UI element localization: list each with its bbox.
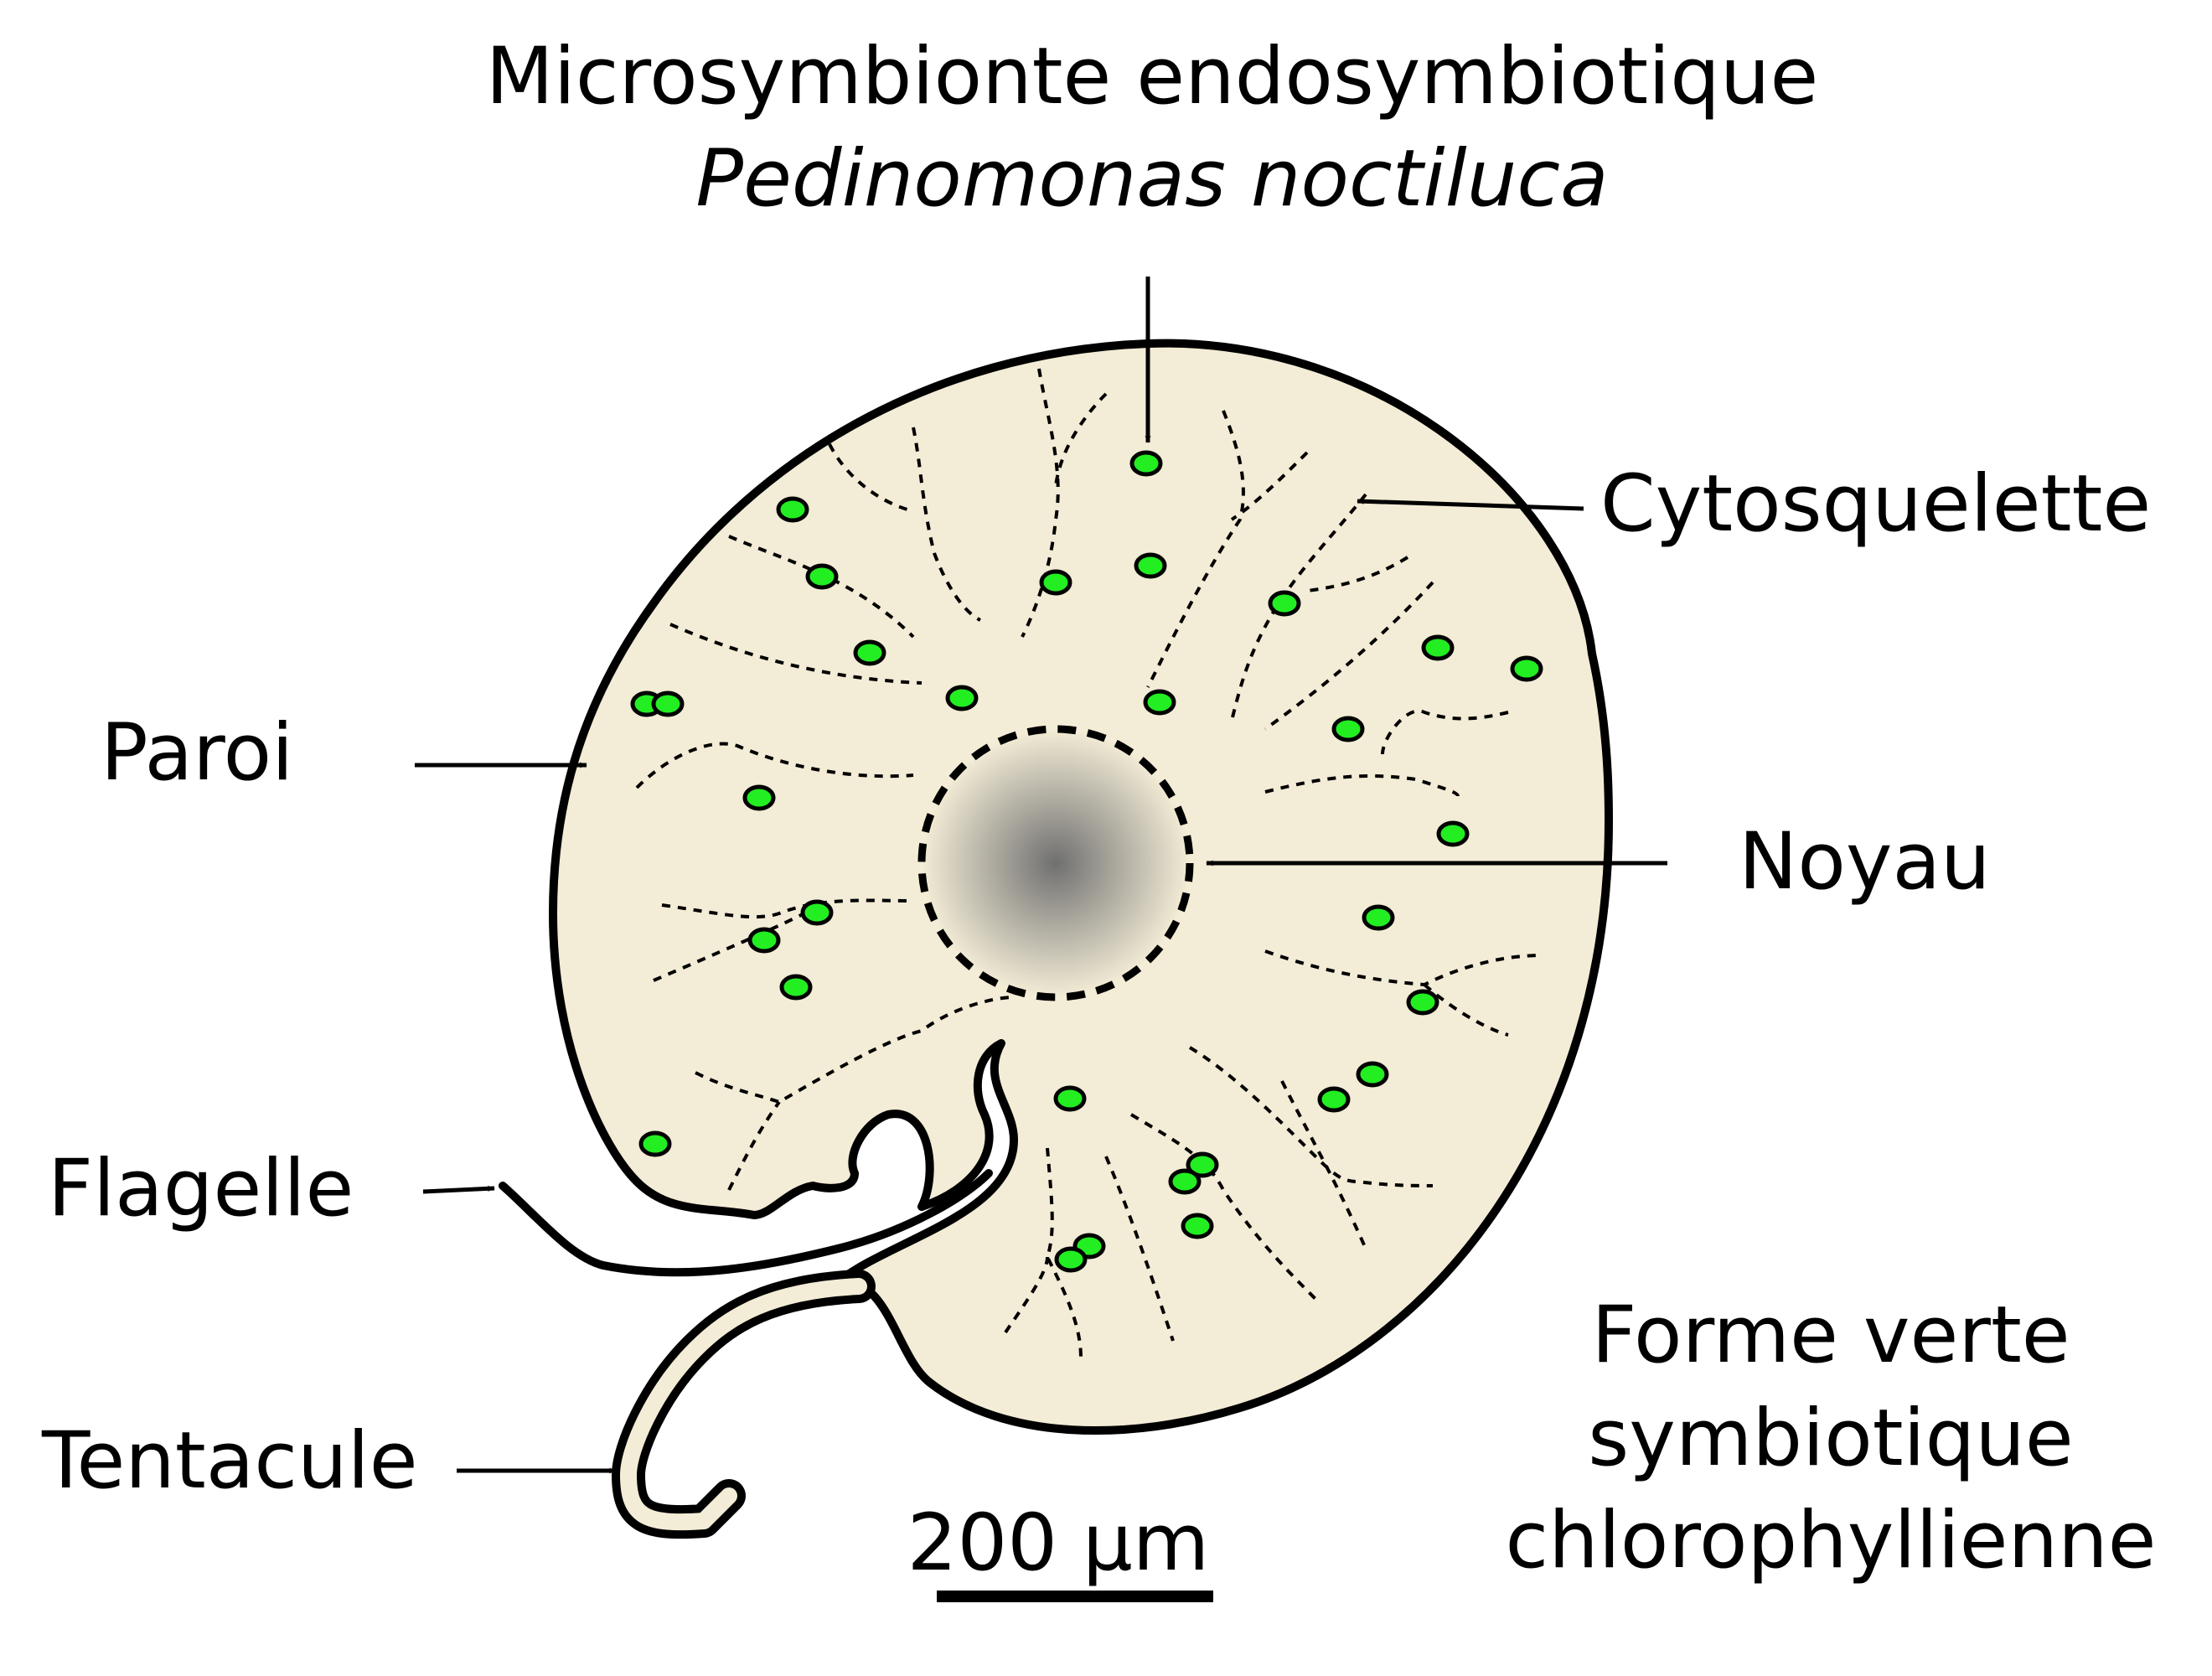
symbiont [805, 563, 839, 590]
symbiont [853, 639, 886, 666]
scale-bar-label: 200 µm [907, 1498, 1210, 1589]
wall-label: Paroi [101, 707, 293, 799]
symbiont [1356, 1061, 1389, 1088]
symbiont [1406, 989, 1439, 1016]
symbiont [1510, 655, 1543, 682]
symbiont [651, 691, 685, 717]
nucleus-label: Noyau [1739, 816, 1991, 908]
symbiont [1181, 1213, 1214, 1239]
symbiont [1186, 1151, 1219, 1178]
flagellum-arrow [422, 1185, 495, 1194]
symbiont [747, 927, 781, 954]
symbiont [1129, 450, 1163, 477]
symbiont [800, 899, 834, 926]
symbiont [1168, 1168, 1202, 1195]
symbiont [779, 974, 813, 1001]
symbiont [1039, 569, 1072, 596]
cytoskeleton-arrow [1357, 498, 1584, 511]
symbiont [1054, 1246, 1088, 1273]
nucleus [917, 725, 1194, 1001]
flagellum [499, 1169, 993, 1277]
symbiont [1268, 590, 1301, 617]
symbiont [1134, 552, 1167, 579]
caption-line2: symbiotique [1588, 1393, 2074, 1484]
symbiont [1421, 634, 1455, 661]
caption-line3: chlorophyllienne [1505, 1495, 2156, 1586]
title-line1: Microsymbionte endosymbiotique [486, 31, 1819, 122]
flagellum-label: Flagelle [48, 1143, 354, 1234]
symbiont [1317, 1086, 1351, 1113]
symbiont [776, 496, 809, 523]
symbiont [1331, 716, 1365, 742]
symbiont [742, 784, 776, 811]
symbiont [1143, 689, 1176, 716]
symbiont [638, 1130, 672, 1157]
tentacle [612, 1270, 876, 1539]
symbiont [945, 685, 979, 711]
symbiont [1362, 904, 1395, 931]
symbionts [630, 450, 1543, 1273]
arrows [415, 277, 1667, 1474]
symbiont [1053, 1085, 1087, 1112]
symbiont [1436, 820, 1470, 847]
caption-line1: Forme verte [1591, 1290, 2070, 1381]
title-line2: Pedinomonas noctiluca [695, 133, 1608, 225]
tentacle-label: Tentacule [41, 1415, 418, 1507]
cytoskeleton-label: Cytosquelette [1600, 458, 2151, 550]
